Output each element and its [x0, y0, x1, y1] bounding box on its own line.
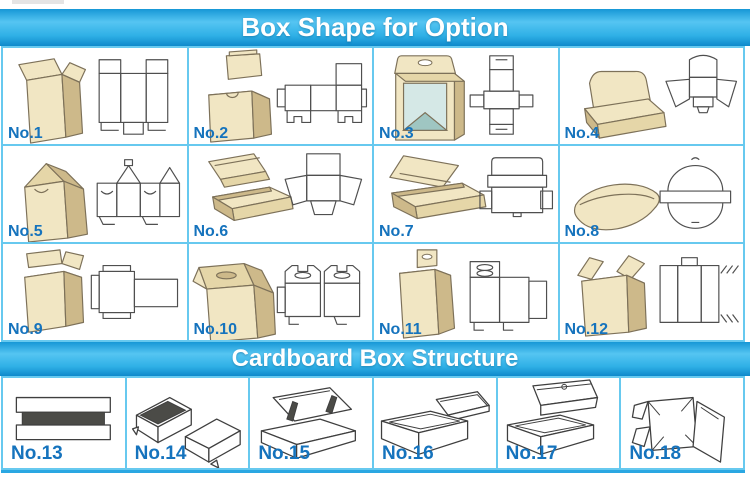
- hinged-lid-tray-icon: [261, 387, 357, 459]
- shape-label-5: No.5: [8, 223, 43, 240]
- shape-cell-5: No.5: [3, 146, 187, 242]
- base-and-lid-box-icon: [380, 391, 490, 455]
- shape-label-2: No.2: [193, 125, 229, 142]
- shape-cell-1: No.1: [3, 48, 187, 144]
- structure-label-18: No.18: [629, 443, 682, 464]
- box-structure-grid: No.13 No.14 No.15: [1, 376, 745, 473]
- shape-cell-8: No.8: [559, 146, 743, 242]
- shape-label-1: No.1: [8, 125, 43, 142]
- shape-cell-11: No.11: [374, 244, 558, 340]
- mailer-box-icon: [389, 155, 554, 220]
- flip-top-box-icon: [506, 379, 598, 455]
- shape-cell-4: No.4: [559, 48, 743, 144]
- open-flap-carton-icon: [24, 249, 179, 333]
- cropped-edge-artifact: [12, 0, 64, 4]
- structure-cell-13: No.13: [3, 378, 125, 468]
- shape-section-banner: Box Shape for Option: [0, 9, 750, 46]
- gable-carton-icon: [24, 159, 181, 242]
- pillow-box-icon: [573, 157, 731, 231]
- structure-cell-17: No.17: [497, 378, 620, 468]
- hang-tab-box-icon: [399, 249, 548, 339]
- structure-label-13: No.13: [11, 443, 63, 464]
- collapsible-folding-box-icon: [632, 396, 726, 463]
- shape-section-title: Box Shape for Option: [241, 12, 509, 42]
- structure-cell-18: No.18: [621, 378, 743, 468]
- shape-cell-12: No.12: [559, 244, 743, 340]
- top-margin: [0, 0, 750, 9]
- gable-handle-box-icon: [191, 263, 360, 340]
- bottom-margin: [0, 473, 750, 495]
- shape-label-3: No.3: [379, 125, 414, 142]
- open-cube-carton-icon: [576, 255, 739, 337]
- shape-cell-7: No.7: [374, 146, 558, 242]
- hang-window-box-icon: [394, 55, 534, 141]
- structure-label-14: No.14: [134, 443, 187, 464]
- display-tray-icon: [583, 54, 737, 139]
- structure-label-16: No.16: [381, 443, 434, 464]
- structure-section-title: Cardboard Box Structure: [231, 345, 519, 372]
- structure-section-banner: Cardboard Box Structure: [0, 342, 750, 376]
- structure-label-17: No.17: [505, 443, 558, 464]
- drawer-slide-box-icon: [131, 396, 241, 468]
- box-shape-grid: No.1 No.2: [1, 46, 745, 342]
- shape-label-12: No.12: [564, 321, 609, 338]
- shape-cell-10: No.10: [188, 244, 372, 340]
- shape-label-8: No.8: [564, 223, 600, 240]
- shape-cell-2: No.2: [188, 48, 372, 144]
- shape-label-6: No.6: [193, 223, 229, 240]
- tall-tuck-carton-icon: [18, 58, 169, 144]
- cube-lid-box-icon: [207, 49, 367, 143]
- hinged-tray-icon: [207, 153, 362, 222]
- shape-label-7: No.7: [379, 223, 414, 240]
- shape-label-10: No.10: [193, 321, 238, 338]
- structure-label-15: No.15: [258, 443, 311, 464]
- structure-cell-14: No.14: [126, 378, 249, 468]
- shape-label-11: No.11: [379, 321, 422, 338]
- shape-label-9: No.9: [8, 321, 43, 338]
- shape-cell-3: No.3: [374, 48, 558, 144]
- structure-cell-15: No.15: [250, 378, 372, 468]
- shape-label-4: No.4: [564, 125, 600, 142]
- telescoping-layers-icon: [15, 396, 111, 441]
- shape-cell-9: No.9: [3, 244, 187, 340]
- structure-cell-16: No.16: [373, 378, 496, 468]
- shape-cell-6: No.6: [188, 146, 372, 242]
